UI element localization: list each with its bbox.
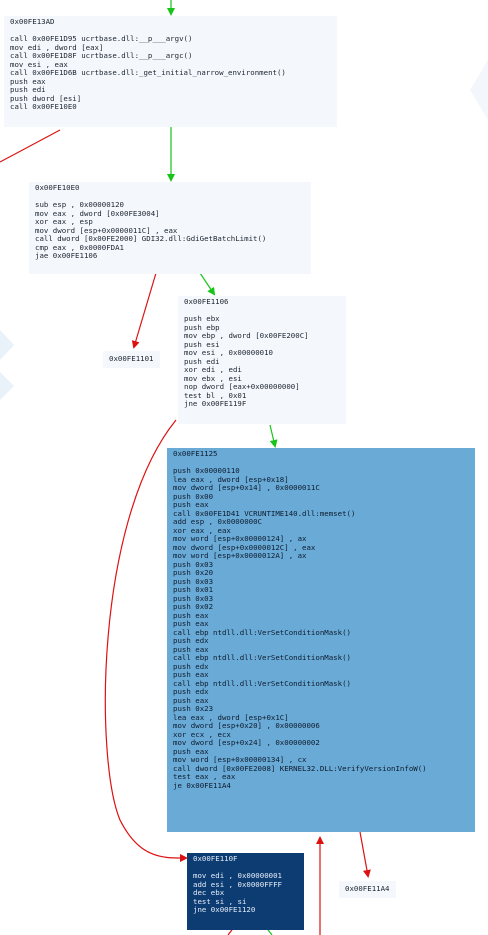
instruction-line[interactable]: je 0x00FE11A4 [173,780,231,790]
instruction-line[interactable]: mov word [esp+0x0000012A] , ax [173,551,307,560]
instruction-line[interactable]: push ebx [184,314,220,323]
instruction-line[interactable]: jae 0x00FE1106 [35,251,98,260]
instruction-line[interactable]: push edx [173,661,209,671]
instruction-line[interactable]: push eax [173,670,209,679]
edge-fe13ad-out-left [0,129,61,163]
instruction-line[interactable]: call 0x00FE10E0 [10,102,77,111]
instruction-line[interactable]: push edi [184,356,220,366]
block-address-header: 0x00FE13AD [10,17,55,26]
edge-fe1125-to-fe11a4 [359,831,371,878]
instruction-line[interactable]: mov ebx , esi [184,373,242,383]
instruction-line[interactable]: mov dword [esp+0x0000011C] , eax [35,225,178,235]
instruction-line[interactable]: push 0x02 [173,602,214,611]
instruction-line[interactable]: add esi , 0x0000FFFF [193,879,282,889]
instruction-line[interactable]: push 0x00 [173,491,214,501]
instruction-line[interactable]: test eax , eax [173,772,236,781]
instruction-line[interactable]: add esp , 0x0000000C [173,517,262,526]
instruction-line[interactable]: jne 0x00FE119F [184,399,247,408]
instruction-line[interactable]: mov ebp , dword [0x00FE200C] [184,331,309,340]
instruction-line[interactable]: dec ebx [193,888,225,897]
instruction-line[interactable]: push esi [184,339,220,349]
instruction-line[interactable]: call ebp ntdll.dll:VerSetConditionMask() [173,653,351,662]
instruction-line[interactable]: call dword [0x00FE2000] GDI32.dll:GdiGet… [35,234,267,243]
instruction-line[interactable]: mov edi , dword [eax] [10,42,104,52]
instruction-line[interactable]: push edx [173,636,209,645]
block-address-header: 0x00FE1125 [173,449,218,458]
instruction-line[interactable]: push 0x03 [173,576,214,586]
instruction-line[interactable]: mov edi , 0x00000001 [193,871,282,880]
instruction-line[interactable]: jne 0x00FE1120 [193,905,256,914]
instruction-line[interactable]: sub esp , 0x00000120 [35,200,124,209]
instruction-line[interactable]: push eax [173,746,209,756]
instruction-line[interactable]: call dword [0x00FE2008] KERNEL32.DLL:Ver… [173,763,427,773]
instruction-line[interactable]: push eax [173,500,209,509]
instruction-line[interactable]: call 0x00FE1D41 VCRUNTIME140.dll:memset(… [173,508,356,518]
instruction-line[interactable]: nop dword [eax+0x00000000] [184,382,300,391]
instruction-line[interactable]: xor eax , eax [173,525,231,535]
instruction-line[interactable]: push 0x03 [173,593,214,603]
instruction-line[interactable]: mov word [esp+0x00000134] , cx [173,755,307,764]
instruction-line[interactable]: push eax [173,695,209,705]
edge-fe10e0-to-fe1101 [131,272,157,349]
edge-fe1106-to-fe110f [104,419,188,863]
instruction-line[interactable]: push edx [173,687,209,696]
instruction-line[interactable]: test bl , 0x01 [184,390,247,400]
instruction-line[interactable]: cmp eax , 0x0000FDA1 [35,242,124,252]
instruction-line[interactable]: push ebp [184,322,220,332]
instruction-line[interactable]: call ebp ntdll.dll:VerSetConditionMask() [173,627,351,637]
instruction-line[interactable]: push eax [10,76,46,86]
instruction-line[interactable]: push dword [esi] [10,93,82,103]
instruction-line[interactable]: mov dword [esp+0x20] , 0x00000006 [173,721,320,730]
instruction-line[interactable]: push 0x20 [173,568,214,577]
instruction-line[interactable]: call 0x00FE1D6B ucrtbase.dll:_get_initia… [10,68,286,77]
instruction-line[interactable]: push eax [173,610,209,620]
instruction-line[interactable]: push 0x03 [173,559,214,569]
stub-block-fe11a4[interactable]: 0x00FE11A4 [339,881,396,898]
instruction-line[interactable]: push 0x23 [173,704,214,713]
code-block-fe13ad[interactable]: 0x00FE13AD call 0x00FE1D95 ucrtbase.dll:_… [4,16,337,127]
instruction-line[interactable]: mov dword [esp+0x14] , 0x0000011C [173,483,320,492]
instruction-line[interactable]: push eax [173,644,209,654]
instruction-line[interactable]: xor ecx , ecx [173,729,231,739]
stub-block-fe1101[interactable]: 0x00FE1101 [103,351,160,368]
edge-fe10e0-to-fe1106 [199,272,216,296]
instruction-line[interactable]: lea eax , dword [esp+0x1C] [173,712,289,722]
instruction-line[interactable]: push eax [173,619,209,628]
instruction-line[interactable]: xor eax , esp [35,217,93,226]
edge-fe1106-to-fe1125 [269,424,278,448]
instruction-line[interactable]: call 0x00FE1D95 ucrtbase.dll:__p___argv(… [10,34,193,43]
instruction-line[interactable]: mov dword [esp+0x0000012C] , eax [173,542,316,552]
instruction-line[interactable]: mov eax , dword [0x00FE3004] [35,208,160,218]
instruction-line[interactable]: mov esi , eax [10,59,68,69]
block-address-header: 0x00FE110F [193,854,238,863]
instruction-line[interactable]: mov dword [esp+0x24] , 0x00000002 [173,738,320,747]
instruction-line[interactable]: push edi [10,85,46,94]
instruction-line[interactable]: push 0x00000110 [173,466,240,475]
instruction-line[interactable]: mov esi , 0x00000010 [184,348,273,357]
block-address-header: 0x00FE1106 [184,297,229,306]
instruction-line[interactable]: mov word [esp+0x00000124] , ax [173,534,307,543]
instruction-line[interactable]: call ebp ntdll.dll:VerSetConditionMask() [173,678,351,688]
instruction-line[interactable]: lea eax , dword [esp+0x18] [173,474,289,484]
instruction-line[interactable]: test si , si [193,896,247,906]
instruction-line[interactable]: xor edi , edi [184,365,242,374]
instruction-line[interactable]: push 0x01 [173,585,214,594]
instruction-line[interactable]: call 0x00FE1D8F ucrtbase.dll:__p___argc(… [10,51,193,60]
block-address-header: 0x00FE10E0 [35,183,80,192]
